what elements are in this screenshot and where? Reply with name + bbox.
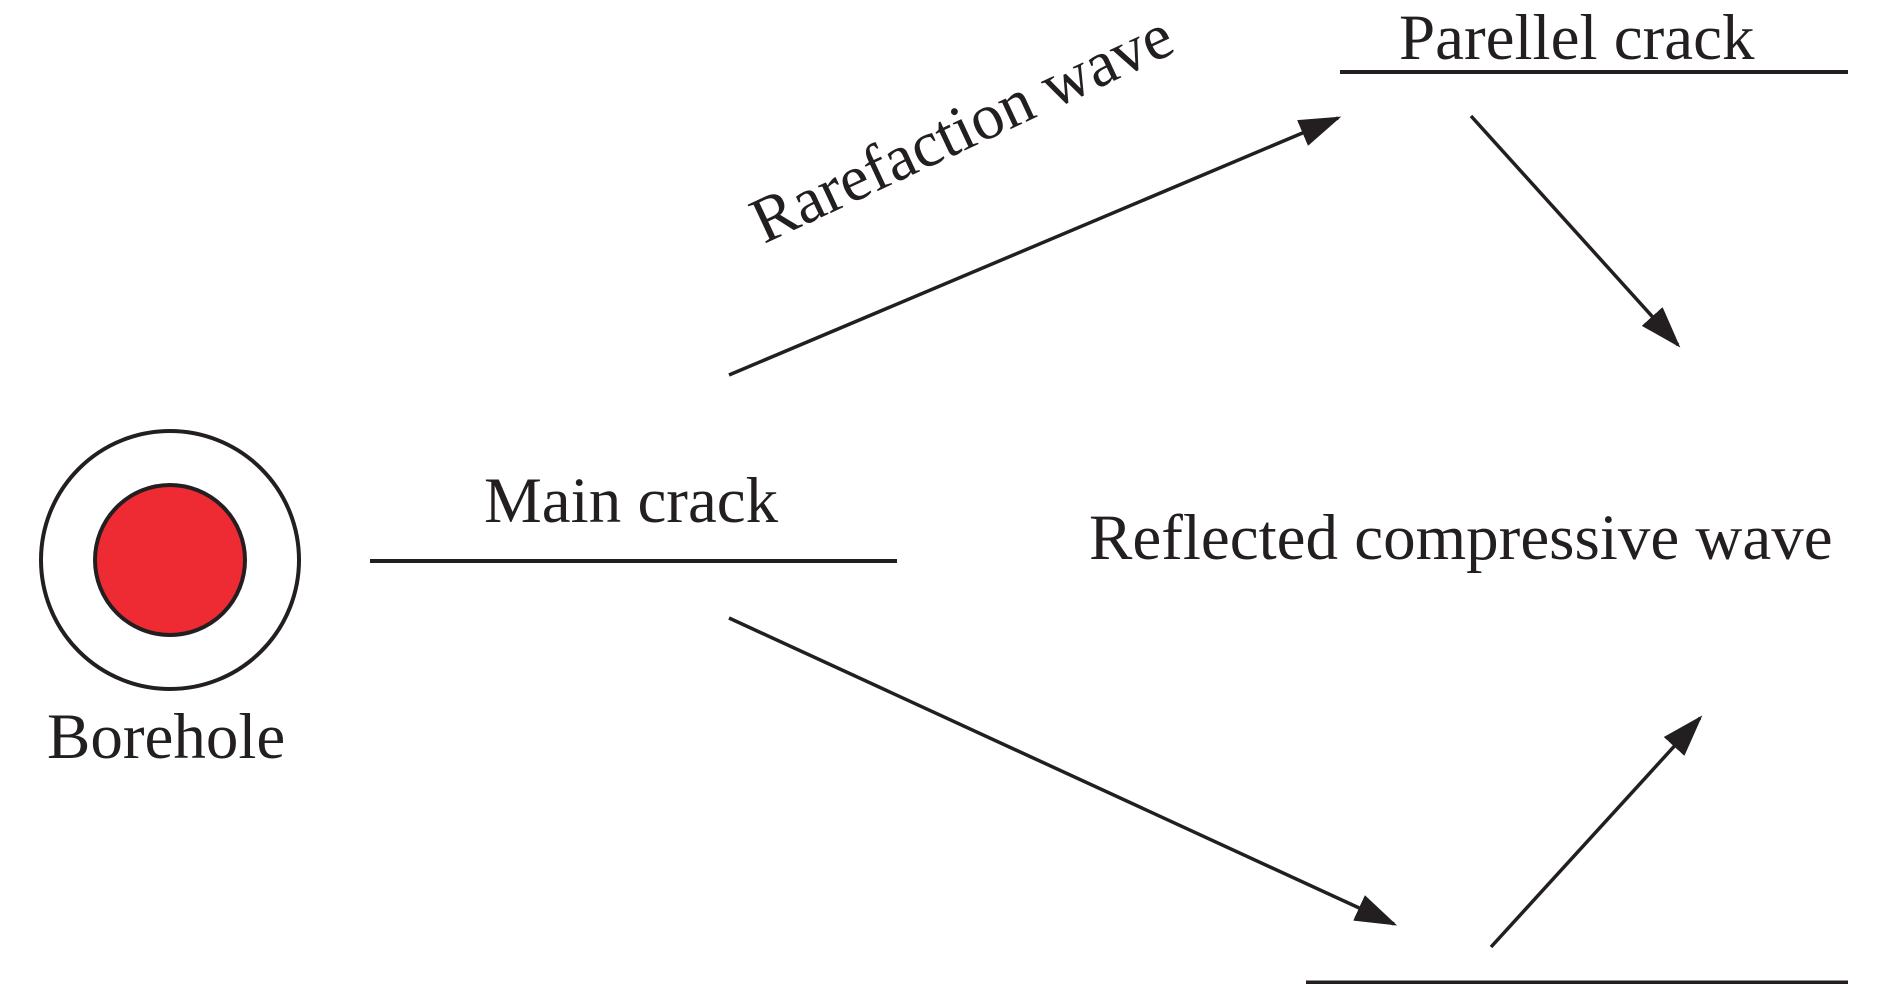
main-crack-label: Main crack <box>484 465 779 537</box>
parallel-crack-label: Parellel crack <box>1399 2 1755 74</box>
reflected-wave-arrow-lower <box>1489 715 1703 949</box>
borehole-label: Borehole <box>47 701 286 773</box>
reflected-wave-arrow-upper <box>1469 114 1681 348</box>
rarefaction-wave-arrow-lower <box>728 616 1398 926</box>
rarefaction-wave-arrow-upper <box>728 116 1342 377</box>
reflected-compressive-wave-label: Reflected compressive wave <box>1089 502 1833 574</box>
borehole-core <box>93 483 247 637</box>
